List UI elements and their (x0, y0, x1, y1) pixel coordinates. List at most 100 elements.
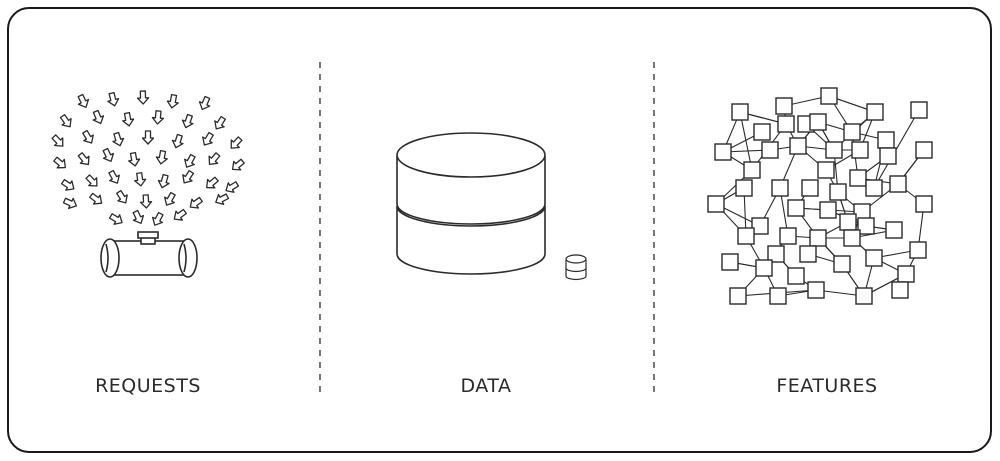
request-arrow (53, 156, 66, 169)
request-arrow (208, 152, 221, 166)
network-node (885, 221, 903, 239)
request-arrow (166, 93, 179, 109)
network-link (739, 111, 753, 171)
network-node (737, 227, 755, 245)
network-node (771, 179, 789, 197)
request-arrow (122, 112, 135, 127)
network-node (729, 287, 747, 305)
network-node (910, 101, 928, 119)
network-node (839, 213, 857, 231)
features-label: FEATURES (776, 375, 878, 397)
request-arrow (182, 169, 195, 184)
network-node (799, 245, 817, 263)
request-arrow (225, 181, 240, 193)
network-node (809, 113, 827, 131)
request-arrow (108, 169, 120, 184)
request-arrow (206, 176, 219, 189)
network-node (787, 267, 805, 285)
network-node (897, 265, 915, 283)
network-node (915, 195, 933, 213)
request-arrow (77, 93, 90, 108)
request-arrow (215, 193, 230, 205)
request-arrow (59, 114, 72, 128)
request-arrow (181, 113, 194, 129)
network-node (801, 179, 819, 197)
request-arrow (136, 90, 150, 105)
request-arrow (202, 131, 214, 146)
network-node (721, 253, 739, 271)
request-arrow (164, 191, 176, 206)
pipe-icon (100, 231, 198, 278)
network-node (761, 141, 779, 159)
network-node (820, 87, 838, 105)
network-node (879, 147, 897, 165)
request-arrow (62, 197, 78, 210)
network-node (767, 245, 785, 263)
network-node (817, 161, 835, 179)
network-node (769, 287, 787, 305)
network-node (909, 241, 927, 259)
network-node (829, 183, 847, 201)
request-arrow (107, 91, 120, 107)
network-node (807, 281, 825, 299)
request-arrow (112, 131, 125, 147)
network-node (779, 227, 797, 245)
request-arrow (92, 109, 105, 125)
network-node (819, 201, 837, 219)
request-arrow (184, 153, 196, 168)
request-arrow (82, 129, 94, 144)
request-arrow (151, 110, 165, 125)
network-nodes-icon (707, 87, 933, 305)
small-database-icon (565, 254, 587, 281)
network-node (855, 287, 873, 305)
request-arrow (134, 172, 147, 187)
network-node (851, 141, 869, 159)
request-arrow (116, 189, 128, 204)
network-node (843, 123, 861, 141)
network-node (915, 141, 933, 159)
network-node (877, 131, 895, 149)
request-arrow (152, 211, 164, 226)
request-arrow (173, 208, 187, 221)
network-node (775, 97, 793, 115)
request-arrow (231, 158, 245, 171)
request-arrow (198, 95, 211, 111)
network-node (857, 217, 875, 235)
network-node (714, 143, 732, 161)
request-arrow (141, 130, 155, 145)
request-arrow (51, 134, 64, 147)
request-arrow (108, 213, 123, 225)
request-arrow (157, 173, 170, 189)
request-arrow (102, 147, 115, 162)
network-node (849, 169, 867, 187)
data-label: DATA (460, 375, 512, 397)
request-arrow (85, 174, 98, 187)
network-node (833, 255, 851, 273)
network-node (751, 217, 769, 235)
request-arrow (171, 133, 184, 149)
database-icon (396, 132, 546, 275)
network-node (707, 195, 725, 213)
request-arrow (89, 192, 103, 205)
request-arrow (77, 152, 90, 166)
request-arrow (214, 115, 226, 130)
network-node (777, 115, 795, 133)
network-node (891, 281, 909, 299)
network-node (789, 137, 807, 155)
network-node (731, 103, 749, 121)
network-node (787, 199, 805, 217)
request-arrows-icon (51, 90, 245, 226)
network-node (889, 175, 907, 193)
network-node (735, 179, 753, 197)
network-node (825, 141, 843, 159)
requests-label: REQUESTS (95, 375, 201, 397)
network-node (865, 249, 883, 267)
network-node (753, 123, 771, 141)
network-node (843, 229, 861, 247)
network-node (866, 103, 884, 121)
network-node (755, 259, 773, 277)
request-arrow (189, 196, 203, 209)
request-arrow (230, 136, 243, 149)
network-node (809, 229, 827, 247)
